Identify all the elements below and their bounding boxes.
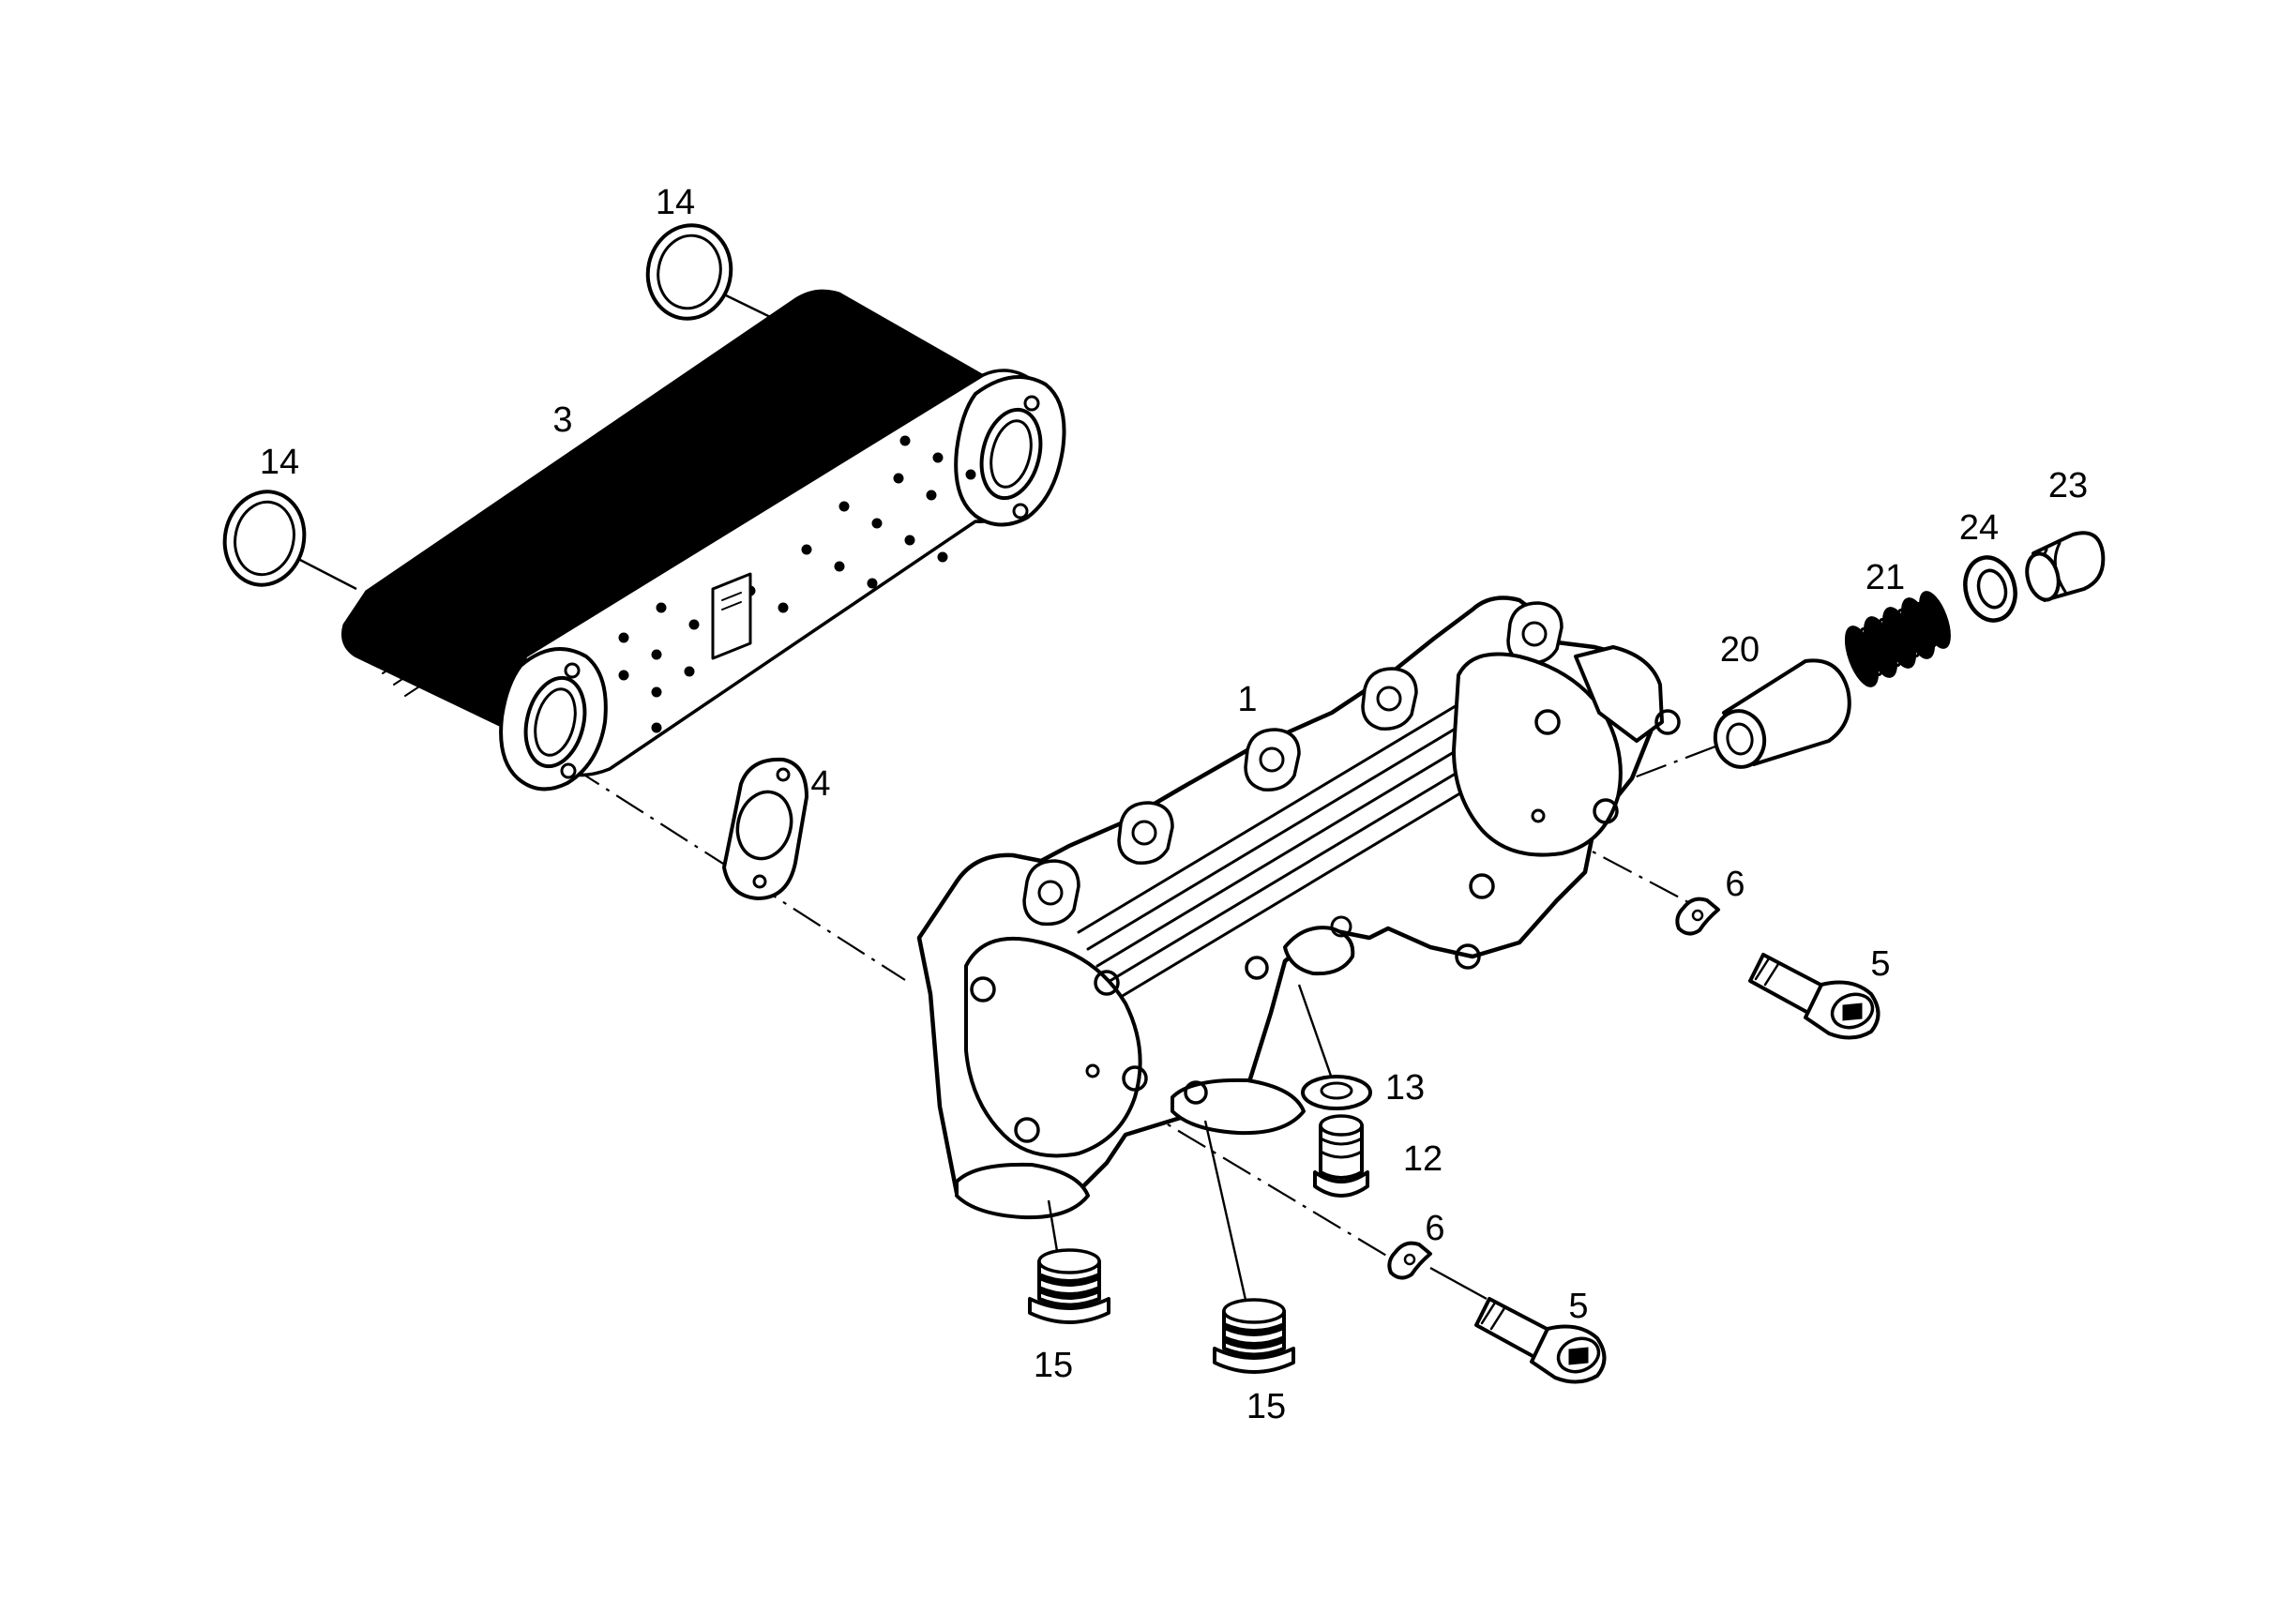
bolt-upper <box>1748 953 1881 1040</box>
housing-bosses <box>1022 601 1563 927</box>
screw-plug-right <box>1213 1298 1295 1374</box>
label-part-14-left: 14 <box>260 443 299 482</box>
label-part-5-upper: 5 <box>1870 944 1890 984</box>
label-part-1: 1 <box>1237 680 1257 719</box>
label-part-3: 3 <box>552 400 572 440</box>
label-part-15-right: 15 <box>1246 1387 1286 1426</box>
screw-plug <box>1313 1114 1369 1198</box>
gasket <box>722 757 808 900</box>
cooler-dimples <box>618 435 976 733</box>
oil-cooler-core <box>341 289 1066 791</box>
lock-washer-upper <box>1675 897 1720 936</box>
o-ring-left <box>222 490 357 591</box>
valve-piston <box>1713 658 1851 769</box>
valve-screw-plug <box>2025 531 2106 602</box>
bolt-lower <box>1429 1266 1607 1384</box>
sealing-ring <box>1301 1075 1372 1110</box>
label-part-4: 4 <box>810 764 830 804</box>
label-part-13: 13 <box>1385 1068 1425 1108</box>
label-part-5-lower: 5 <box>1568 1287 1588 1326</box>
o-ring-upper <box>645 223 798 332</box>
label-part-12: 12 <box>1403 1139 1443 1179</box>
label-part-24: 24 <box>1959 508 1999 548</box>
valve-spring <box>1844 591 1951 687</box>
label-part-21: 21 <box>1866 558 1905 597</box>
label-part-15-left: 15 <box>1034 1346 1073 1385</box>
label-part-14-upper: 14 <box>656 183 695 222</box>
label-part-23: 23 <box>2048 466 2088 505</box>
part-callouts: 14 3 14 4 1 20 21 24 23 6 5 13 12 6 5 15… <box>260 183 2088 1426</box>
lock-washer-lower <box>1387 1241 1432 1280</box>
screw-plug-left <box>1028 1248 1110 1324</box>
label-part-20: 20 <box>1720 630 1760 670</box>
label-part-6-lower: 6 <box>1425 1209 1444 1248</box>
sealing-ring-valve <box>1963 555 2017 623</box>
oil-cooler-housing <box>916 595 1681 1220</box>
fitting-leaders <box>1047 984 1334 1309</box>
label-part-6-upper: 6 <box>1725 865 1745 904</box>
